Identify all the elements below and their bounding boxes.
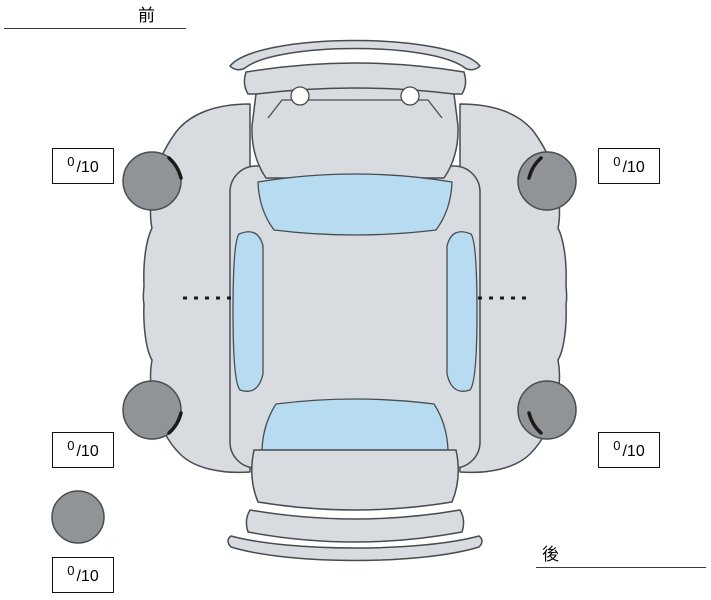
score-box-rear-left: 0 /10 xyxy=(52,432,114,468)
front-right-arch-mark xyxy=(527,156,543,180)
rear-right-tire xyxy=(517,380,577,440)
right-headlight xyxy=(400,86,420,106)
windshield xyxy=(257,173,453,236)
rear-bumper xyxy=(245,509,465,543)
score-max: /10 xyxy=(76,568,99,585)
front-label-underline xyxy=(4,28,186,29)
front-left-arch-mark xyxy=(167,156,183,180)
right-side-window xyxy=(446,231,478,392)
rear-left-tire xyxy=(122,380,182,440)
front-left-tire xyxy=(122,151,182,211)
score-value: 0 xyxy=(613,153,621,169)
score-value: 0 xyxy=(67,153,75,169)
rear-spoiler xyxy=(227,535,483,562)
rear-label: 後 xyxy=(542,545,560,564)
hood-crease-line xyxy=(267,99,443,119)
front-right-tire xyxy=(517,151,577,211)
left-headlight xyxy=(290,86,310,106)
score-max: /10 xyxy=(76,159,99,176)
spare-tire xyxy=(51,490,105,544)
score-box-rear-right: 0 /10 xyxy=(598,432,660,468)
rear-left-arch-mark xyxy=(167,411,183,435)
front-spoiler xyxy=(229,39,481,71)
score-value: 0 xyxy=(67,562,75,578)
score-max: /10 xyxy=(622,159,645,176)
front-bumper xyxy=(243,62,467,95)
trunk xyxy=(251,449,459,511)
score-box-front-left: 0 /10 xyxy=(52,148,114,184)
hood xyxy=(251,87,459,179)
rear-window xyxy=(261,398,449,457)
score-max: /10 xyxy=(76,443,99,460)
front-label: 前 xyxy=(138,6,156,25)
score-value: 0 xyxy=(67,437,75,453)
score-max: /10 xyxy=(622,443,645,460)
score-box-spare: 0 /10 xyxy=(52,557,114,593)
score-value: 0 xyxy=(613,437,621,453)
left-side-window xyxy=(232,231,264,392)
rear-label-underline xyxy=(536,567,706,568)
rear-right-arch-mark xyxy=(527,411,543,435)
score-box-front-right: 0 /10 xyxy=(598,148,660,184)
